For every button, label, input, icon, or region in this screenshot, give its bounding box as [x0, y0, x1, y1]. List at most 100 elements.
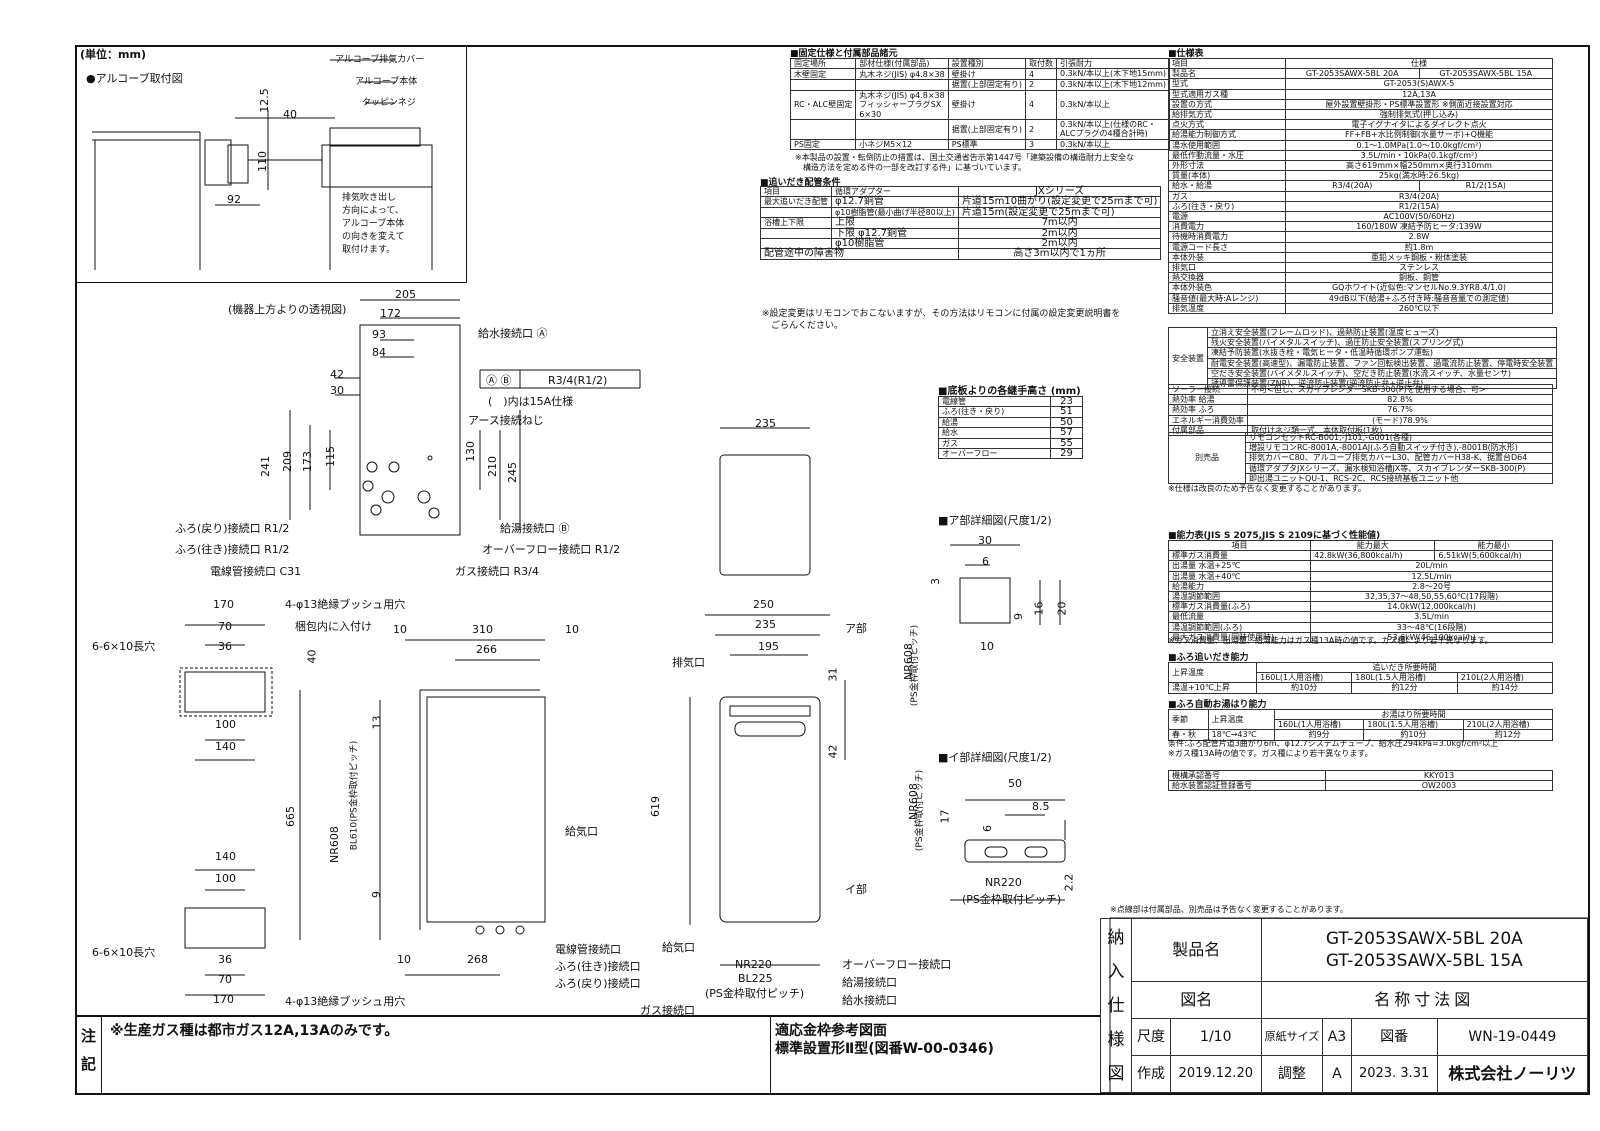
detail-a-16: 16: [1032, 601, 1046, 616]
drawing-frame: [75, 45, 1590, 1095]
dim-70-top: 70: [218, 620, 232, 633]
dim-266: 266: [476, 643, 497, 656]
bl225-label: BL225: [738, 972, 773, 985]
dim-170-bot: 170: [213, 993, 234, 1006]
bath-go-label: ふろ(往き)接続口 R1/2: [175, 543, 290, 556]
detail-b-17: 17: [938, 809, 952, 824]
spec-table-2: ソーラー接続不可<但し、スカイブレンダーSKB-300(P)を使用する場合、可>…: [1168, 383, 1553, 437]
ab-label: Ⓐ Ⓑ: [486, 374, 512, 387]
spec-row: 点火方式電子イグナイタによるダイレクト点火: [1168, 119, 1553, 131]
safety-table: 安全装置立消え安全装置(フレームロッド)、過熱防止装置(温度ヒューズ) 残火安全…: [1168, 326, 1558, 390]
dim-70-bot: 70: [218, 973, 232, 986]
bath-ret-side-label: ふろ(戻り)接続口: [555, 977, 641, 990]
gas-side-label: ガス接続口: [640, 1004, 695, 1017]
dim-42: 42: [330, 368, 344, 381]
detail-a-10: 10: [980, 640, 994, 653]
ref-1: 適応金枠参考図面: [775, 1023, 887, 1039]
reheat-note: ※設定変更はリモコンでおこないますが、その方法はリモコンに付属の設定変更説明書を…: [762, 309, 1121, 331]
spec-row: 電源コード長さ約1.8m: [1168, 241, 1553, 253]
spec-row: 給排気方式強制排気式(押し込み): [1168, 109, 1553, 121]
detail-b-pitch: (PS金枠取付ピッチ): [962, 893, 1062, 906]
dim-92: 92: [227, 193, 241, 206]
dim-170-top: 170: [213, 598, 234, 611]
notes-label: 注記: [81, 1027, 97, 1073]
notes-divider-2: [770, 1015, 771, 1095]
dim-110: 110: [256, 151, 269, 172]
detail-b-6: 6: [981, 825, 994, 832]
joint-height-title: ■底板よりの各継手高さ (mm): [938, 386, 1081, 397]
dim-209: 209: [281, 451, 294, 472]
ab-size: R3/4(R1/2): [548, 374, 608, 387]
part-a-label: ア部: [845, 622, 867, 635]
spec-row: 熱交換器銅板、銅管: [1168, 272, 1553, 284]
hot-front-label: 給湯接続口: [842, 976, 897, 989]
ps-pitch2-label: (PS金枠取付ピッチ): [705, 987, 805, 1000]
dim-115: 115: [324, 446, 337, 467]
dim-140-bot: 140: [215, 850, 236, 863]
detail-a-30: 30: [978, 534, 992, 547]
slot-top-label: 6-6×10長穴: [92, 640, 156, 653]
hot-outlet-label: 給湯接続口 Ⓑ: [500, 522, 570, 535]
parts-footnote: ※点線部は付属部品、別売品は予告なく変更することがあります。: [1110, 905, 1348, 914]
auto-fill-title: ■ふろ自動お湯はり能力: [1168, 700, 1267, 710]
part-i-label: イ部: [845, 883, 867, 896]
detail-a-3: 3: [929, 578, 942, 585]
spec-row: 本体外装亜鉛メッキ鋼板・粉体塗装: [1168, 251, 1553, 264]
notes-bar: [75, 1015, 1100, 1095]
ref-2: 標準設置形Ⅱ型(図番W-00-0346): [775, 1041, 994, 1057]
nr220-label: NR220: [735, 958, 772, 971]
earth-label: アース接続ねじ: [468, 414, 544, 427]
detail-a-9: 9: [1012, 613, 1025, 620]
dim-241: 241: [259, 456, 272, 477]
detail-a-title: ■ア部詳細図(尺度1/2): [938, 514, 1052, 527]
spec-title: ■仕様表: [1168, 49, 1204, 59]
dim-235-top: 235: [755, 417, 776, 430]
dim-130: 130: [464, 441, 477, 462]
spec-row: 設置の方式屋外設置壁掛形・PS標準設置形 ※側面近接設置対応: [1168, 98, 1553, 111]
dim-268: 268: [467, 953, 488, 966]
dim-93: 93: [372, 328, 386, 341]
auto-fill-table: 季節上昇温度お湯はり所要時間 160L(1人用浴槽)180L(1.5人用浴槽)2…: [1168, 708, 1554, 741]
dim-100-bot: 100: [215, 872, 236, 885]
alcove-body-label: アルコーブ本体: [355, 77, 418, 87]
detail-b-8-5: 8.5: [1032, 800, 1050, 813]
overflow-label: オーバーフロー接続口 R1/2: [482, 543, 621, 556]
exhaust-label: 排気口: [672, 656, 705, 669]
ps-pitch-label: (PS金枠取付ピッチ): [910, 624, 921, 707]
capacity-title: ■能力表(JIS S 2075,JIS S 2109に基づく性能値): [1168, 531, 1381, 541]
fixed-spec-note: ※本製品の設置・転倒防止の措置は、国土交通省告示第1447号「建築設備の構造耐力…: [795, 153, 1135, 172]
gas-label: ガス接続口 R3/4: [455, 565, 539, 578]
dim-10-a: 10: [393, 623, 407, 636]
dim-10-c: 10: [397, 953, 411, 966]
top-view-title: (機器上方よりの透視図): [228, 303, 347, 316]
note-15a: ( )内は15A仕様: [488, 395, 574, 408]
alcove-note: 排気吹き出し方向によって、アルコーブ本体の向きを変えて取付けます。: [342, 193, 405, 255]
title-block-vertical: 納入仕様図: [1100, 918, 1132, 1093]
dim-40-v: 40: [305, 649, 319, 664]
dim-205: 205: [395, 288, 416, 301]
dim-42-v: 42: [826, 744, 840, 759]
auto-fill-note: 条件:ふろ配管片道3曲がり6m、φ12.7システムチューブ、給水圧294kPa=…: [1168, 739, 1499, 758]
accessory-table: 別売品リモコンセットRC-B001,-J101,-G001(各種) 増設リモコン…: [1168, 431, 1553, 485]
water-front-label: 給水接続口: [842, 994, 897, 1007]
dim-619: 619: [649, 796, 662, 817]
bl610-label: BL610(PS金枠取付ピッチ): [349, 740, 360, 851]
bath-return-label: ふろ(戻り)接続口 R1/2: [175, 522, 290, 535]
capacity-note: ※ガス消費量、出湯量、給湯能力はガス種13A時の値です。ガス種により若干異なりま…: [1168, 636, 1493, 645]
dim-210: 210: [486, 456, 499, 477]
spec-row: ふろ(往き・戻り)R1/2(15A): [1168, 200, 1553, 213]
detail-b-pitch-v: (PS金枠取付ピッチ): [915, 769, 926, 852]
